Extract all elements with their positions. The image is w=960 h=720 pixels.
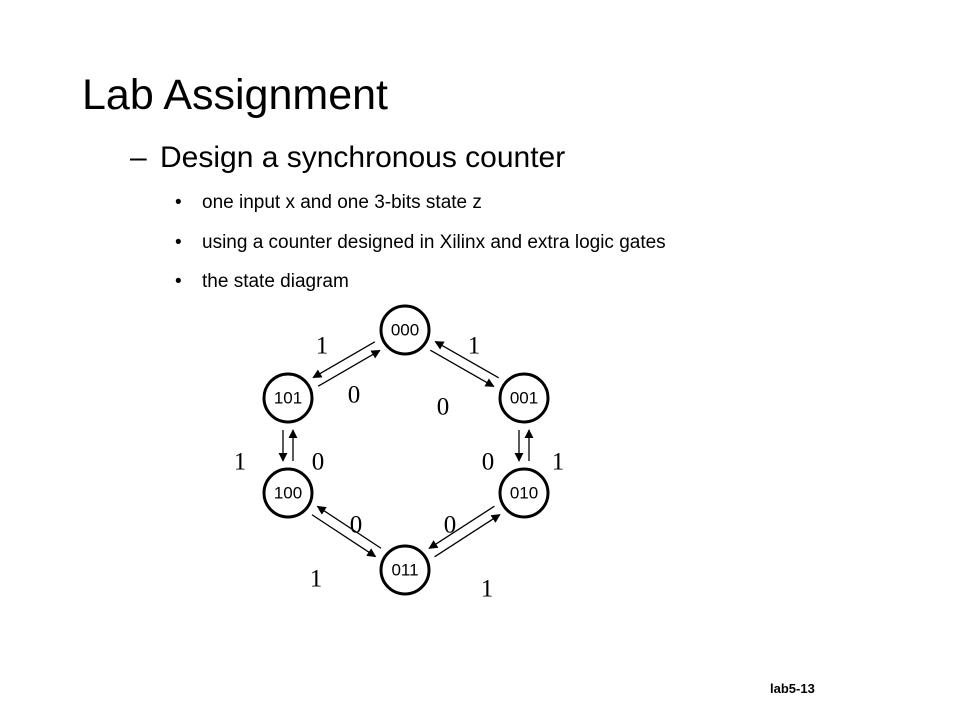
state-circle — [498, 467, 550, 519]
transition-label-011-010: 0 — [444, 512, 457, 539]
state-node-100: 100 — [262, 467, 314, 519]
bullet-text-2: using a counter designed in Xilinx and e… — [202, 232, 666, 253]
bullet-dot: • — [175, 271, 182, 292]
state-node-011: 011 — [379, 544, 431, 596]
transition-label-101-000: 1 — [316, 333, 329, 360]
transition-arrow-100-011 — [311, 514, 377, 558]
state-circle — [498, 372, 550, 424]
transition-arrow-001-000 — [434, 340, 500, 379]
transition-arrow-101-000 — [317, 349, 381, 387]
slide-title: Lab Assignment — [82, 71, 388, 119]
transition-label-001-010: 1 — [552, 449, 565, 476]
state-circle — [379, 544, 431, 596]
state-circle — [262, 372, 314, 424]
state-node-000: 000 — [379, 304, 431, 356]
transition-label-000-001: 1 — [468, 333, 481, 360]
dash-marker: – — [130, 141, 147, 174]
state-label-000: 000 — [391, 321, 419, 340]
bullet-dot: • — [175, 232, 182, 253]
transition-label-101-100: 0 — [312, 449, 325, 476]
slide-footer: lab5-13 — [770, 681, 815, 696]
transition-label-010-001: 0 — [482, 449, 495, 476]
transition-label-010-011: 1 — [481, 576, 494, 603]
transition-arrow-000-101 — [312, 341, 376, 379]
state-label-010: 010 — [510, 484, 538, 503]
bullet-text-1: one input x and one 3-bits state z — [202, 192, 482, 213]
transition-label-001-000: 0 — [437, 394, 450, 421]
bullet-item-1: • one input x and one 3-bits state z — [175, 192, 482, 215]
state-label-011: 011 — [391, 561, 418, 580]
transition-label-100-101: 1 — [234, 449, 247, 476]
transition-arrow-011-100 — [316, 505, 382, 549]
transition-arrow-010-011 — [428, 505, 495, 549]
bullet-dot: • — [175, 192, 182, 213]
state-label-100: 100 — [274, 484, 302, 503]
bullet-item-3: • the state diagram — [175, 271, 349, 294]
bullet-item-2: • using a counter designed in Xilinx and … — [175, 232, 666, 255]
state-circle — [262, 467, 314, 519]
state-label-101: 101 — [274, 389, 302, 408]
state-node-001: 001 — [498, 372, 550, 424]
state-node-101: 101 — [262, 372, 314, 424]
transition-label-000-101: 0 — [348, 382, 361, 409]
subtitle-text: Design a synchronous counter — [160, 141, 566, 174]
state-node-010: 010 — [498, 467, 550, 519]
transition-arrow-011-010 — [434, 514, 501, 558]
transition-label-011-100: 1 — [310, 566, 323, 593]
subtitle: –Design a synchronous counter — [130, 140, 565, 176]
state-circle — [379, 304, 431, 356]
transition-arrow-000-001 — [429, 349, 495, 388]
state-label-001: 001 — [510, 389, 538, 408]
bullet-text-3: the state diagram — [202, 271, 349, 292]
transition-label-100-011: 0 — [350, 512, 363, 539]
